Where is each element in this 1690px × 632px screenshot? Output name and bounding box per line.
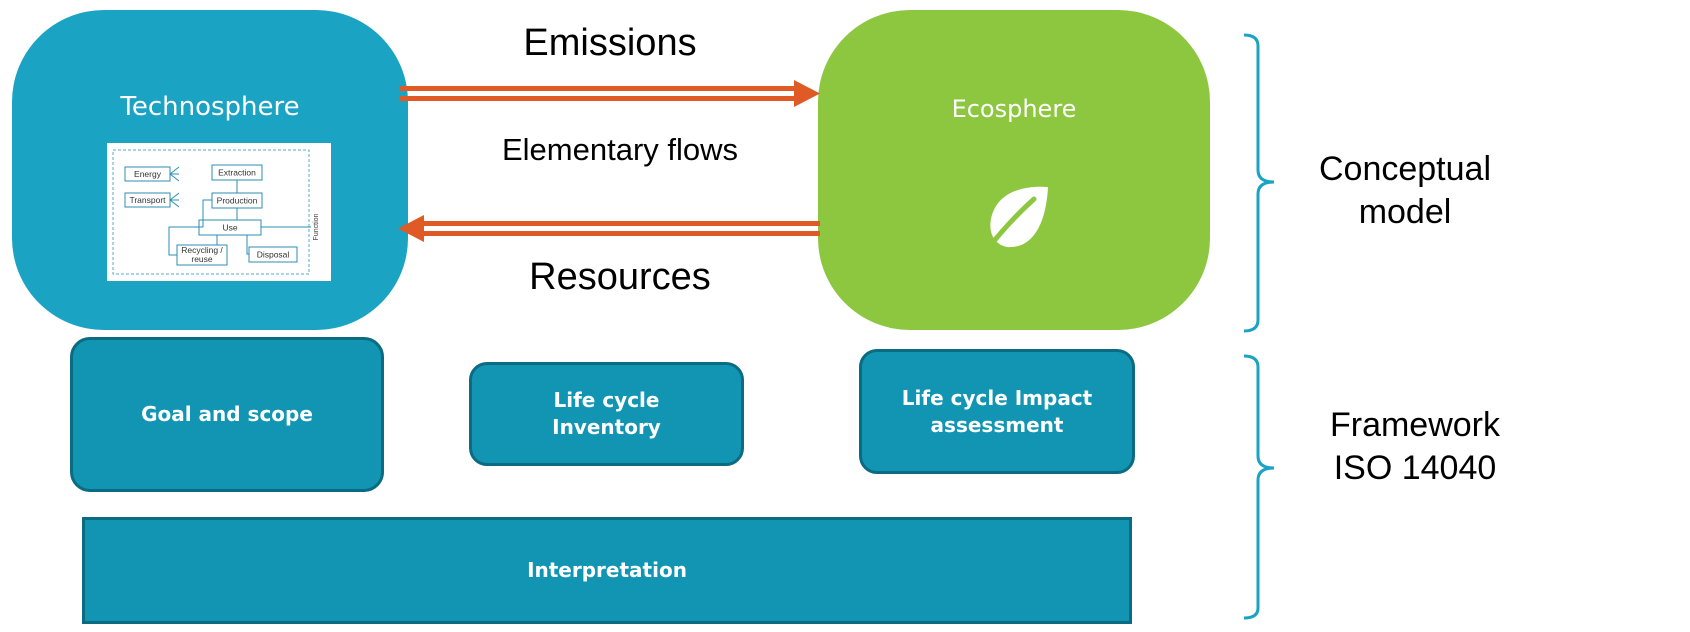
lcia-label-line2: assessment [930, 412, 1064, 437]
recycling-loop-connector [168, 226, 199, 256]
framework-label: Framework ISO 14040 [1310, 404, 1520, 489]
goal-and-scope-label: Goal and scope [141, 402, 313, 426]
use-label: Use [222, 223, 237, 233]
technosphere-title: Technosphere [120, 92, 300, 122]
production-label: Production [217, 196, 258, 206]
energy-fan-1 [169, 166, 180, 175]
framework-label-line1: Framework [1329, 406, 1501, 444]
transport-label: Transport [129, 195, 166, 205]
transport-fan-1 [169, 192, 180, 201]
lci-label-line2: Inventory [552, 415, 661, 439]
technosphere-inset-diagram: Energy Transport Extraction Production U… [107, 143, 331, 281]
emissions-arrow [400, 80, 820, 107]
use-disposal-connector [246, 235, 249, 255]
function-label: Function [313, 213, 320, 240]
framework-bracket [1243, 354, 1275, 620]
framework-label-line2: ISO 14040 [1333, 448, 1497, 487]
side-brackets [1243, 33, 1275, 620]
lcia-label-line1: Life cycle Impact [901, 385, 1093, 410]
production-use-side-connector [199, 199, 212, 228]
system-boundary [112, 149, 310, 275]
flow-arrows [398, 80, 820, 242]
elementary-flows-label: Elementary flows [501, 132, 739, 167]
life-cycle-impact-assessment-box: Life cycle Impact assessment [859, 349, 1135, 474]
resources-arrow [398, 215, 820, 242]
lci-label-line1: Life cycle [553, 388, 660, 412]
life-cycle-inventory-box: Life cycle Inventory [469, 362, 744, 466]
conceptual-model-label-line2: model [1358, 192, 1452, 231]
transport-fan-3 [169, 199, 180, 208]
ecosphere-title: Ecosphere [951, 95, 1077, 123]
energy-label: Energy [134, 169, 162, 179]
emissions-label: Emissions [523, 22, 697, 64]
goal-and-scope-box: Goal and scope [70, 337, 384, 492]
leaf-icon [983, 186, 1048, 253]
disposal-label: Disposal [257, 250, 290, 260]
recycling-label-line1: Recycling / [181, 245, 223, 255]
energy-fan-3 [169, 173, 180, 182]
conceptual-model-label: Conceptual model [1300, 148, 1510, 233]
ecosphere-blob: Ecosphere [818, 10, 1210, 330]
conceptual-model-bracket [1243, 33, 1275, 333]
conceptual-model-label-line1: Conceptual [1318, 150, 1491, 188]
recycling-label-line2: reuse [191, 254, 213, 264]
interpretation-label: Interpretation [527, 558, 687, 582]
resources-label: Resources [529, 256, 711, 298]
extraction-label: Extraction [218, 168, 256, 178]
inset-flow-chart: Energy Transport Extraction Production U… [112, 149, 320, 275]
interpretation-box: Interpretation [82, 517, 1132, 624]
